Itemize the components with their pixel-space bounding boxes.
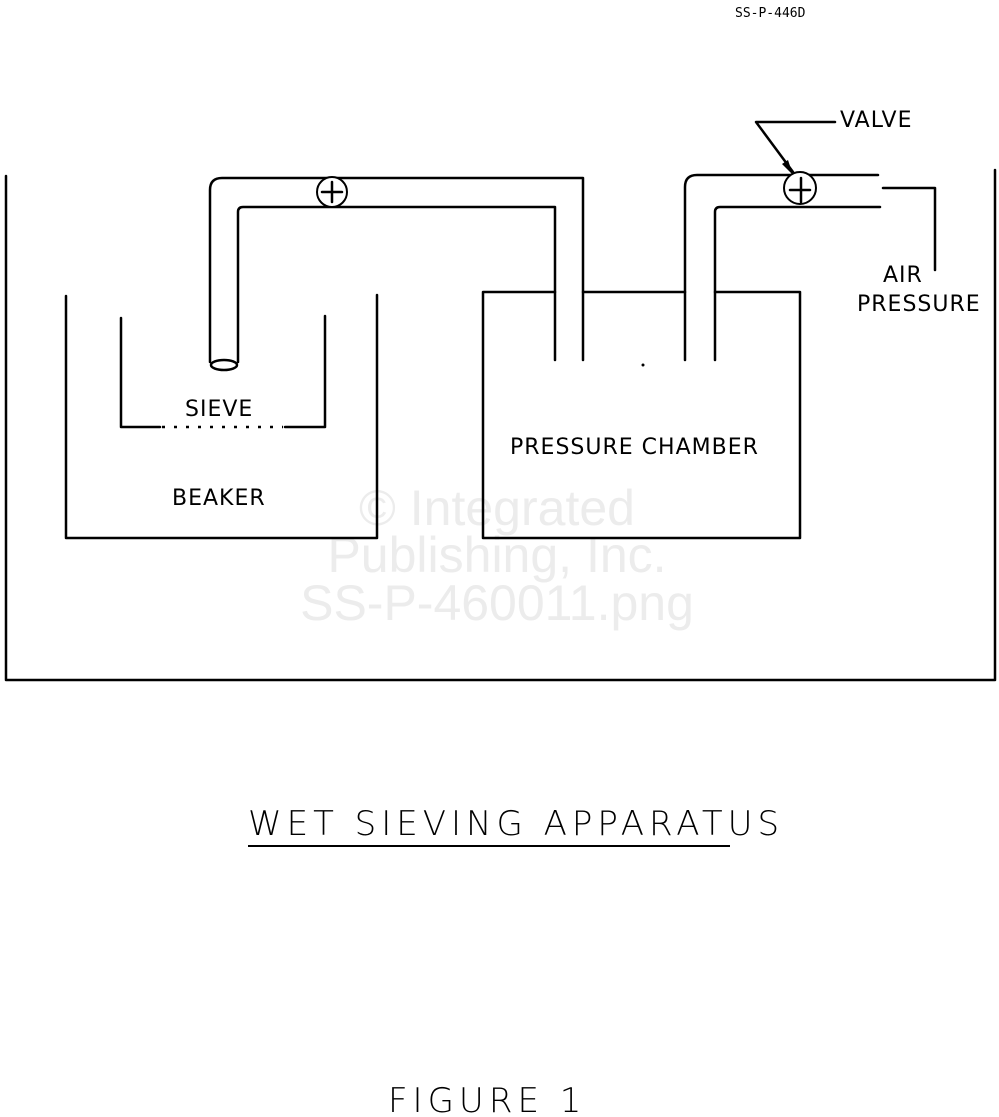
figure-title: WET SIEVING APPARATUS <box>248 804 784 844</box>
watermark: © Integrated Publishing, Inc. SS-P-46001… <box>300 480 694 631</box>
watermark-line-1: © Integrated <box>359 480 635 536</box>
air-label: AIR <box>883 263 923 288</box>
outer-tank <box>4 168 997 682</box>
valve-label: VALVE <box>840 108 912 133</box>
sieve-label: SIEVE <box>185 397 253 422</box>
siphon-pipe <box>208 176 585 372</box>
valve-callout: VALVE <box>754 108 912 175</box>
watermark-line-3: SS-P-460011.png <box>300 575 694 631</box>
air-pressure-bracket <box>881 186 937 272</box>
figure-number: FIGURE 1 <box>388 1081 586 1117</box>
pressure-label: PRESSURE <box>857 292 981 317</box>
document-id: SS-P-446D <box>735 6 806 21</box>
watermark-line-2: Publishing, Inc. <box>327 527 666 583</box>
air-pipe <box>683 171 937 362</box>
chamber-label: PRESSURE CHAMBER <box>510 435 759 460</box>
beaker <box>64 293 379 540</box>
beaker-label: BEAKER <box>172 486 266 511</box>
pressure-chamber <box>481 290 802 540</box>
sieve <box>119 314 327 429</box>
